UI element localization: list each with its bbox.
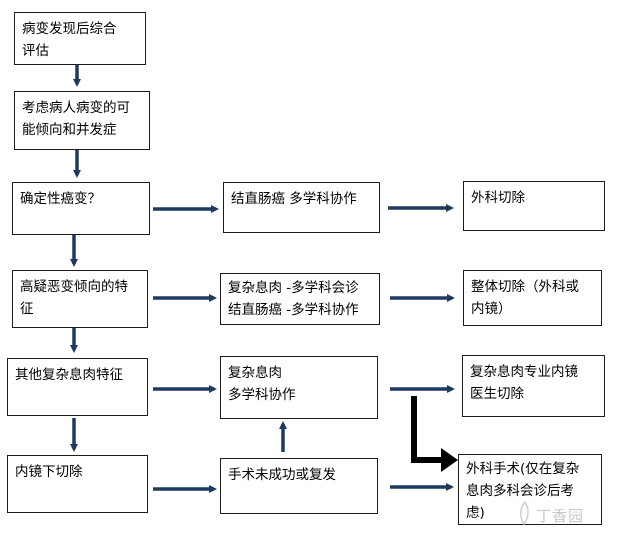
watermark-logo-icon	[520, 500, 529, 526]
arrow-elbow-to-n14	[411, 396, 445, 463]
node-complex-polyp-mdt: 复杂息肉 -多学科会诊 结直肠癌 -多学科协作	[220, 273, 380, 325]
node-surgery-after-mdt: 外科手术(仅在复杂 息肉多科会诊后考 虑)	[458, 454, 602, 525]
node-failed-or-recurrence: 手术未成功或复发	[220, 458, 378, 514]
node-confirmed-cancer: 确定性癌变？	[12, 182, 150, 235]
node-other-complex-features: 其他复杂息肉特征	[7, 358, 148, 416]
node-comprehensive-assessment: 病变发现后综合 评估	[14, 12, 146, 65]
node-en-bloc-resection: 整体切除（外科或 内镜）	[463, 270, 602, 326]
arrow-elbow-head	[441, 448, 458, 472]
node-lesion-tendency: 考虑病人病变的可 能倾向和并发症	[14, 91, 150, 150]
watermark-text: 丁香园	[536, 507, 585, 525]
node-expert-endoscopist: 复杂息肉专业内镜 医生切除	[462, 355, 605, 417]
node-complex-polyp-collab: 复杂息肉 多学科协作	[220, 356, 378, 419]
node-crc-mdt: 结直肠癌 多学科协作	[223, 182, 380, 233]
node-endoscopic-resection: 内镜下切除	[7, 455, 148, 513]
node-surgical-resection: 外科切除	[463, 181, 605, 231]
node-high-suspicion: 高疑恶变倾向的特 征	[12, 270, 148, 328]
